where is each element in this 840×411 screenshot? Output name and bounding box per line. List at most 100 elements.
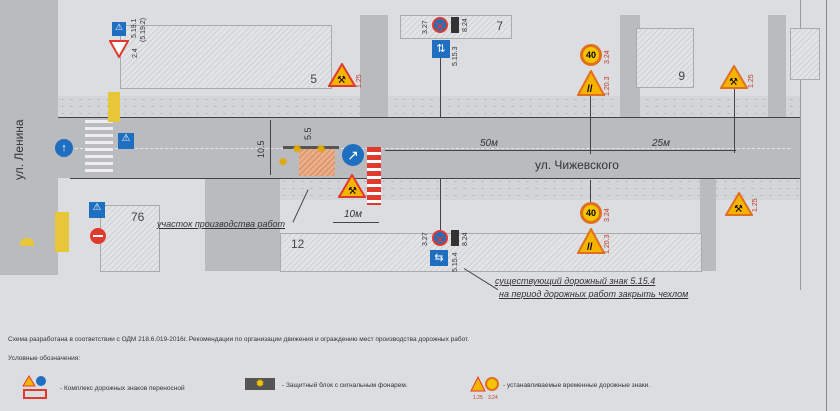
- side-road-3: [768, 15, 786, 120]
- svg-text:⚒: ⚒: [734, 204, 743, 215]
- side-road-2: [620, 15, 640, 120]
- speed-limit-sign-icon: 40: [580, 44, 602, 66]
- speed-limit-sign-icon: 40: [580, 202, 602, 224]
- portable-sign-set-icon: [22, 375, 48, 403]
- code-3-27: 3.27: [422, 20, 429, 34]
- traffic-light-icon: [55, 212, 69, 252]
- code-3-27: 3.27: [422, 232, 429, 246]
- existing-sign-note-1: существующий дорожный знак 5.15.4: [495, 276, 656, 286]
- keep-right-sign-icon: ↗: [342, 144, 364, 166]
- side-road-4b: [700, 178, 716, 200]
- sign-post: [734, 89, 735, 153]
- road-narrows-sign-icon: //: [577, 228, 605, 254]
- tow-truck-plate-icon: [451, 17, 459, 33]
- road-works-sign-icon: ⚒: [328, 63, 356, 87]
- legend-code-1: 1.25: [473, 395, 483, 401]
- code-5-19-2: (5.19.2): [140, 17, 147, 42]
- code-3-24: 3.24: [604, 50, 611, 64]
- curb-south: [70, 178, 800, 179]
- dimension-5-5: 5.5: [303, 127, 313, 140]
- street-label-lenina: ул. Ленина: [12, 119, 26, 180]
- road-narrows-sign-icon: //: [577, 70, 605, 96]
- block-12: 12: [280, 233, 702, 272]
- no-stopping-sign-icon: ✕: [432, 230, 448, 247]
- protective-block-lamp-icon: ✹: [292, 142, 303, 156]
- sidewalk-north: [58, 96, 800, 118]
- work-zone-label: участок производства работ: [157, 219, 286, 229]
- sign-post: [590, 96, 591, 154]
- dimension-10-5: 10.5: [256, 140, 266, 158]
- svg-text://: //: [587, 242, 593, 253]
- road-works-sign-icon: ⚒: [338, 174, 366, 198]
- side-road-2b: [620, 96, 640, 118]
- temporary-signs-icon: [470, 376, 499, 392]
- code-8-24: 8.24: [462, 232, 469, 246]
- lane-marking: [70, 148, 790, 149]
- curb-north: [58, 117, 800, 118]
- one-way-sign-icon: ↑: [55, 139, 73, 157]
- code-1-25: 1.25: [748, 74, 755, 88]
- road-works-sign-icon: ⚒: [725, 192, 753, 216]
- code-1-25: 1.25: [752, 198, 759, 212]
- paper-edge: [826, 0, 827, 411]
- protective-block-lamp-icon: ✹: [316, 142, 327, 156]
- traffic-light-icon: [108, 92, 120, 122]
- code-5-19-1: 5.19.1: [131, 18, 138, 38]
- traffic-light-icon: [20, 238, 34, 246]
- side-road-1b: [360, 96, 388, 118]
- dim-50-line: [385, 150, 591, 151]
- scheme-note: Схема разработана в соответствии с ОДМ 2…: [8, 336, 470, 343]
- crosswalk-sign-icon: ⚠: [89, 202, 105, 218]
- block-76: 76: [100, 205, 160, 272]
- svg-text:⚒: ⚒: [337, 75, 346, 86]
- dimension-25m: 25м: [652, 138, 670, 149]
- code-3-24: 3.24: [604, 208, 611, 222]
- sign-post: [590, 180, 591, 202]
- code-5-15-3: 5.15.3: [452, 46, 459, 66]
- legend-label-3: - устанавливаемые временные дорожные зна…: [503, 382, 651, 389]
- crosswalk: [85, 120, 113, 176]
- code-1-20-3: 1.20.3: [604, 76, 611, 96]
- dimension-50m: 50м: [480, 138, 498, 149]
- no-stopping-sign-icon: ✕: [432, 17, 448, 34]
- lane-direction-sign-icon: ⇆: [430, 250, 448, 266]
- crosswalk-sign-icon: ⚠: [118, 133, 134, 149]
- code-8-24: 8.24: [462, 18, 469, 32]
- protective-block-lamp-icon: ✹: [278, 155, 289, 169]
- lane-direction-sign-icon: ⇅: [432, 40, 450, 58]
- sign-post: [440, 58, 441, 118]
- existing-sign-note-2: на период дорожных работ закрыть чехлом: [499, 289, 689, 299]
- yield-sign-icon: [109, 40, 129, 58]
- chevron-barrier-icon: [367, 147, 381, 205]
- no-entry-sign-icon: [90, 228, 106, 244]
- legend-label-1: - Комплекс дорожных знаков переносной: [60, 385, 185, 392]
- block-9: 9: [636, 28, 694, 88]
- barrier-line: [283, 146, 339, 149]
- crosswalk-sign-icon: ⚠: [112, 22, 126, 36]
- sidewalk-south: [280, 178, 800, 200]
- dimension-10m: 10м: [344, 209, 362, 220]
- side-road-5: [205, 176, 280, 271]
- block-right: [790, 28, 820, 80]
- legend-label-2: - Защитный блок с сигнальным фонарем.: [282, 382, 408, 389]
- sign-post: [440, 178, 441, 230]
- tow-truck-plate-icon: [451, 230, 459, 246]
- page-edge: [800, 0, 801, 290]
- dim-25-line: [591, 150, 736, 151]
- svg-text://: //: [587, 84, 593, 95]
- dim-10-5-line: [270, 120, 271, 175]
- dim-10-line: [333, 222, 379, 223]
- block-5: 5: [120, 25, 332, 89]
- svg-text:⚒: ⚒: [348, 186, 357, 197]
- code-1-20-3: 1.20.3: [604, 234, 611, 254]
- code-2-4: 2.4: [132, 48, 139, 58]
- svg-text:⚒: ⚒: [729, 77, 738, 88]
- legend-code-2: 3.24: [488, 395, 498, 401]
- road-works-sign-icon: ⚒: [720, 65, 748, 89]
- legend-title: Условные обозначения:: [8, 355, 81, 362]
- side-road-3b: [768, 96, 786, 118]
- code-5-15-4: 5.15.4: [452, 252, 459, 272]
- code-1-25: 1.25: [356, 74, 363, 88]
- work-zone: [299, 148, 335, 176]
- street-label-chizhevskogo: ул. Чижевского: [535, 158, 619, 172]
